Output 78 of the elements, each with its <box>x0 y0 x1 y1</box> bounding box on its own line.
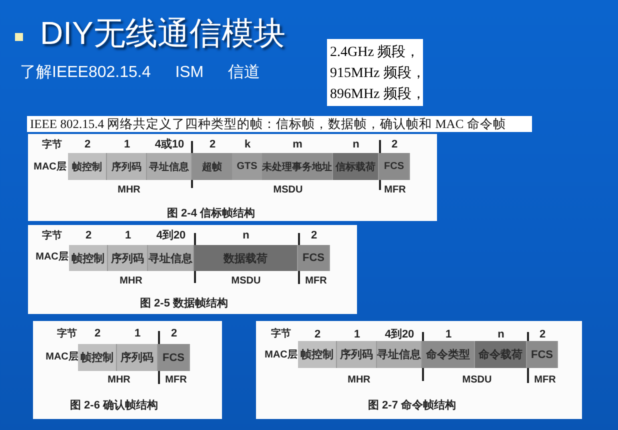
frame-field: FCS <box>158 344 190 371</box>
frame-field: 帧控制 <box>69 245 108 271</box>
frame-field: 帧控制 <box>78 344 117 371</box>
row-header: MAC层 <box>34 160 66 174</box>
section-label: MHR <box>108 374 130 386</box>
byte-count: 4或10 <box>154 138 184 152</box>
frame-field: GTS <box>233 153 262 180</box>
byte-count: 2 <box>170 328 178 340</box>
byte-count: 2 <box>84 138 91 152</box>
frame-field: 超帧 <box>192 153 233 180</box>
byte-count: n <box>498 328 504 342</box>
figure-panel <box>28 134 437 221</box>
frame-field: 寻址信息 <box>377 341 422 368</box>
byte-count: n <box>242 230 250 242</box>
section-label: MHR <box>118 184 140 196</box>
section-label: MHR <box>120 274 142 288</box>
section-label: MSDU <box>462 374 492 386</box>
byte-count: n <box>352 138 360 152</box>
figure-panel <box>256 321 582 419</box>
byte-count: 1 <box>124 138 130 152</box>
byte-count: 2 <box>314 328 321 342</box>
figure-caption: 图 2-4 信标帧结构 <box>167 208 255 220</box>
row-header: MAC层 <box>36 250 68 264</box>
row-header: 字节 <box>57 328 77 340</box>
section-label: MSDU <box>231 274 261 288</box>
section-label: MFR <box>165 374 187 386</box>
figure-caption: 图 2-7 命令帧结构 <box>368 400 456 412</box>
section-label: MFR <box>305 274 327 288</box>
byte-count: 1 <box>445 328 452 342</box>
figure-caption: 图 2-6 确认帧结构 <box>70 400 158 412</box>
note-panel <box>327 39 423 106</box>
frequency-band-text: 915MHz 频段， <box>330 64 426 83</box>
frame-field: 命令类型 <box>422 341 475 368</box>
byte-count: 2 <box>209 138 216 152</box>
byte-count: 2 <box>94 328 101 340</box>
row-header: 字节 <box>271 328 291 340</box>
subtitle-text: 了解IEEE802.15.4 ISM 信道 <box>20 63 260 83</box>
frame-field: 命令载荷 <box>475 341 527 368</box>
row-header: MAC层 <box>46 350 78 364</box>
byte-count: 2 <box>539 328 546 342</box>
frame-field: 序列码 <box>107 153 147 180</box>
frame-field: 序列码 <box>337 341 377 368</box>
byte-count: k <box>244 138 251 152</box>
frame-field: 寻址信息 <box>148 245 194 271</box>
byte-count: 1 <box>124 230 132 242</box>
byte-count: 2 <box>391 138 398 152</box>
frequency-band-text: 896MHz 频段， <box>330 86 426 104</box>
frame-field: 帧控制 <box>298 341 337 368</box>
section-label: MSDU <box>273 184 303 196</box>
row-header: 字节 <box>42 138 62 152</box>
frame-field: FCS <box>527 341 558 368</box>
figure-caption: 图 2-5 数据帧结构 <box>140 298 228 310</box>
byte-count: 1 <box>134 328 141 340</box>
frequency-band-text: 2.4GHz 频段， <box>330 44 420 62</box>
section-label: MFR <box>384 184 406 196</box>
frame-field: FCS <box>379 153 410 180</box>
frame-field: 帧控制 <box>68 153 107 180</box>
row-header: MAC层 <box>264 348 298 362</box>
intro-sentence: IEEE 802.15.4 网络共定义了四种类型的帧：信标帧，数据帧，确认帧和 MAC 命令帧 <box>27 116 532 132</box>
frame-field: 信标载荷 <box>333 153 379 180</box>
frame-field: 未处理事务地址 <box>262 153 333 180</box>
frame-field: 序列码 <box>108 245 148 271</box>
section-label: MFR <box>534 374 556 386</box>
frame-field: 寻址信息 <box>147 153 192 180</box>
slide-title: DIY无线通信模块 <box>40 15 286 51</box>
row-header: 字节 <box>42 230 62 242</box>
byte-count: 4到20 <box>156 230 186 242</box>
figure-panel <box>28 225 357 314</box>
byte-count: 4到20 <box>384 328 414 342</box>
byte-count: 2 <box>85 230 92 242</box>
section-label: MHR <box>348 374 370 386</box>
frame-field: 数据载荷 <box>194 245 298 271</box>
byte-count: m <box>292 138 302 152</box>
byte-count: 1 <box>354 328 360 342</box>
figure-panel <box>33 321 222 419</box>
frame-field: FCS <box>298 245 330 271</box>
byte-count: 2 <box>310 230 318 242</box>
frame-field: 序列码 <box>117 344 158 371</box>
